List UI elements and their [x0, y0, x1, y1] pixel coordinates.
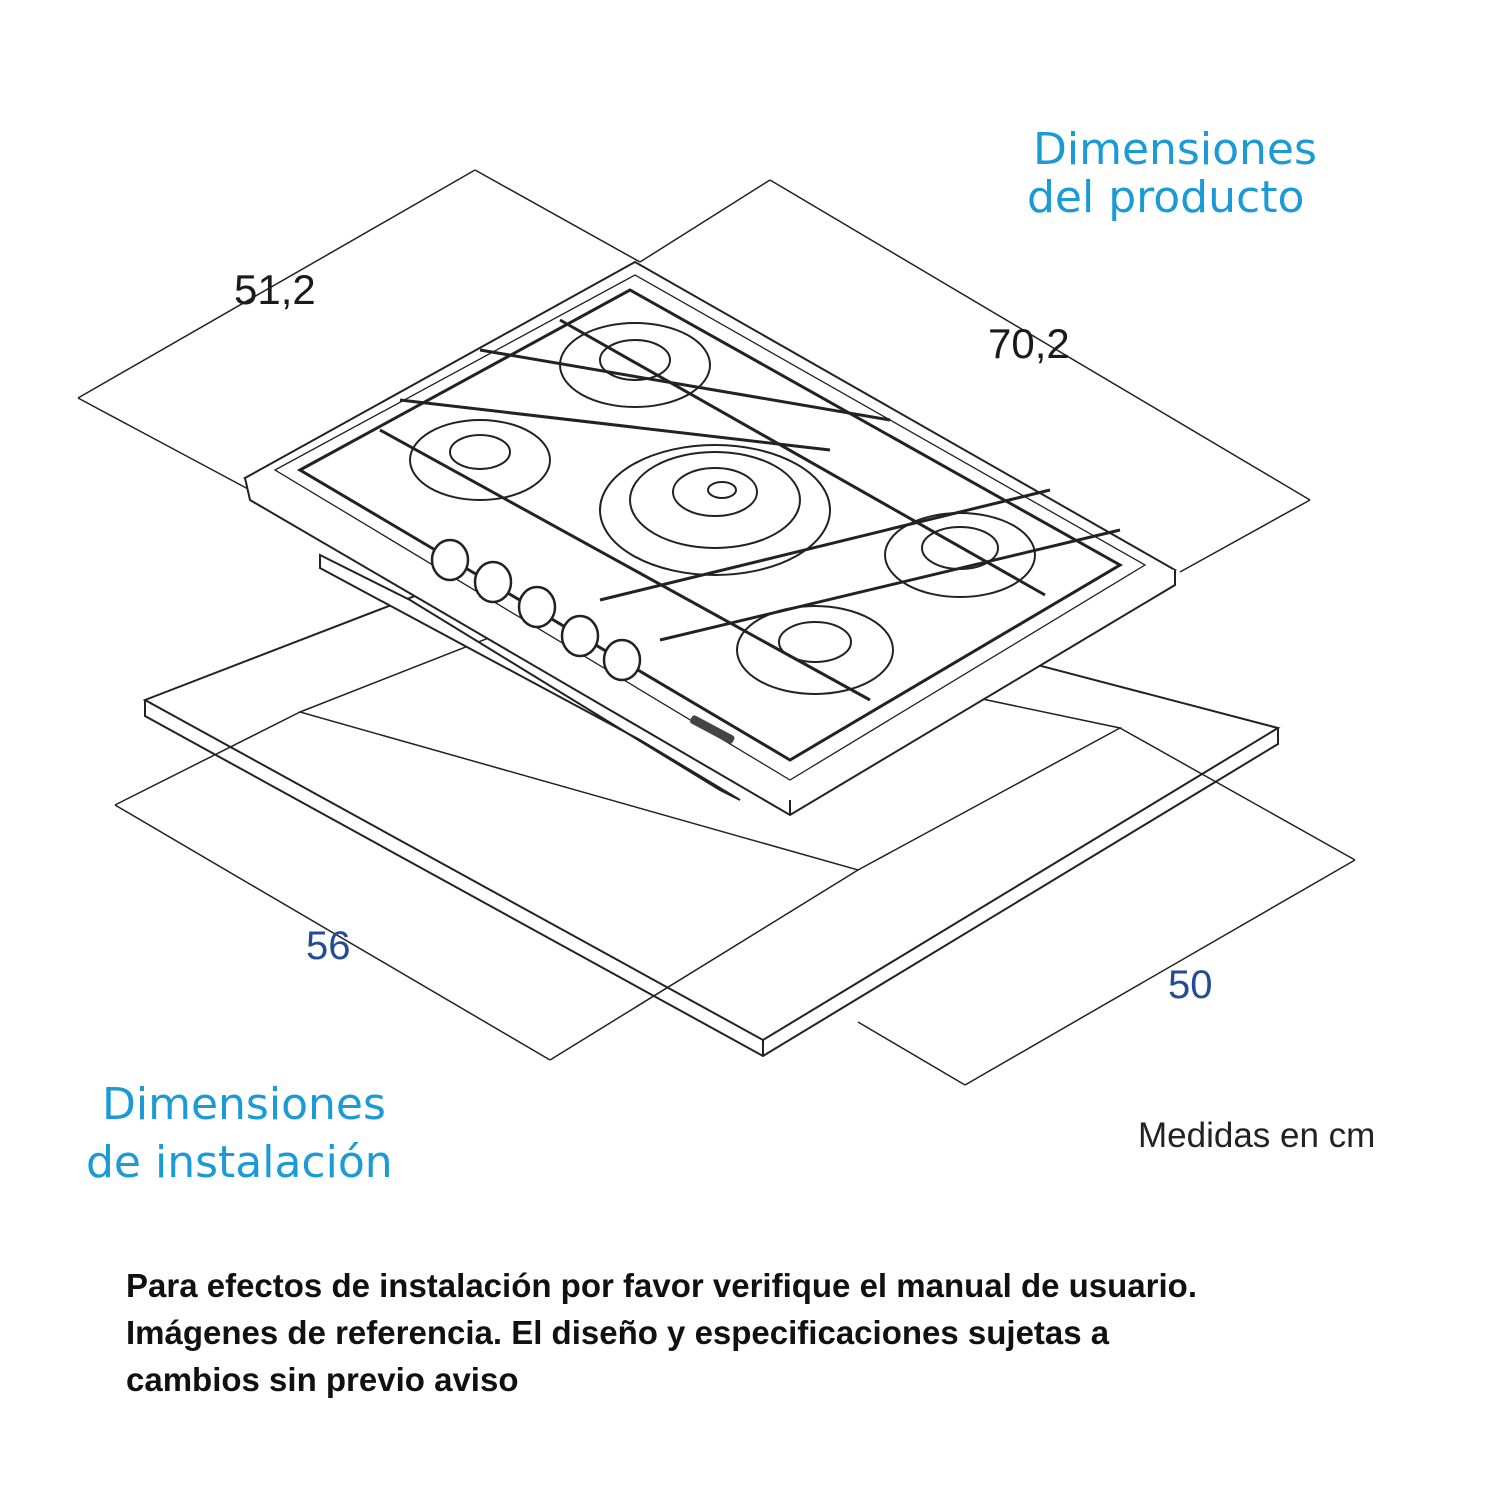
- brand-logo: [689, 715, 735, 744]
- disclaimer-line: Imágenes de referencia. El diseño y espe…: [126, 1314, 1110, 1351]
- disclaimer-line: Para efectos de instalación por favor ve…: [126, 1267, 1198, 1304]
- knob: [430, 538, 470, 582]
- install-dimensions-heading: Dimensiones de instalación: [86, 1076, 393, 1192]
- burner-center: [599, 444, 831, 576]
- cooktop: [242, 260, 1177, 817]
- units-note: Medidas en cm: [1138, 1116, 1376, 1155]
- knob: [560, 614, 600, 658]
- knob: [602, 638, 642, 682]
- burner-left: [409, 419, 551, 501]
- disclaimer-line: cambios sin previo aviso: [126, 1361, 519, 1398]
- heading-line: Dimensiones: [102, 1079, 386, 1130]
- heading-line: del producto: [1027, 172, 1305, 223]
- width-label: 70,2: [988, 320, 1070, 367]
- burners: [409, 322, 1036, 695]
- burner-back: [559, 322, 711, 408]
- dimension-lines: [77, 169, 1356, 1086]
- knob: [517, 585, 557, 629]
- burner-front: [736, 605, 894, 695]
- heading-line: de instalación: [86, 1137, 393, 1188]
- product-dimensions-heading: Dimensiones del producto: [1027, 124, 1317, 222]
- knob: [473, 560, 513, 604]
- burner-right: [884, 512, 1036, 598]
- cutout-depth-label: 50: [1168, 963, 1213, 1007]
- disclaimer: Para efectos de instalación por favor ve…: [126, 1262, 1197, 1403]
- cutout-width-label: 56: [306, 924, 351, 968]
- control-knobs: [430, 538, 642, 682]
- depth-label: 51,2: [234, 266, 316, 313]
- heading-line: Dimensiones: [1033, 124, 1317, 175]
